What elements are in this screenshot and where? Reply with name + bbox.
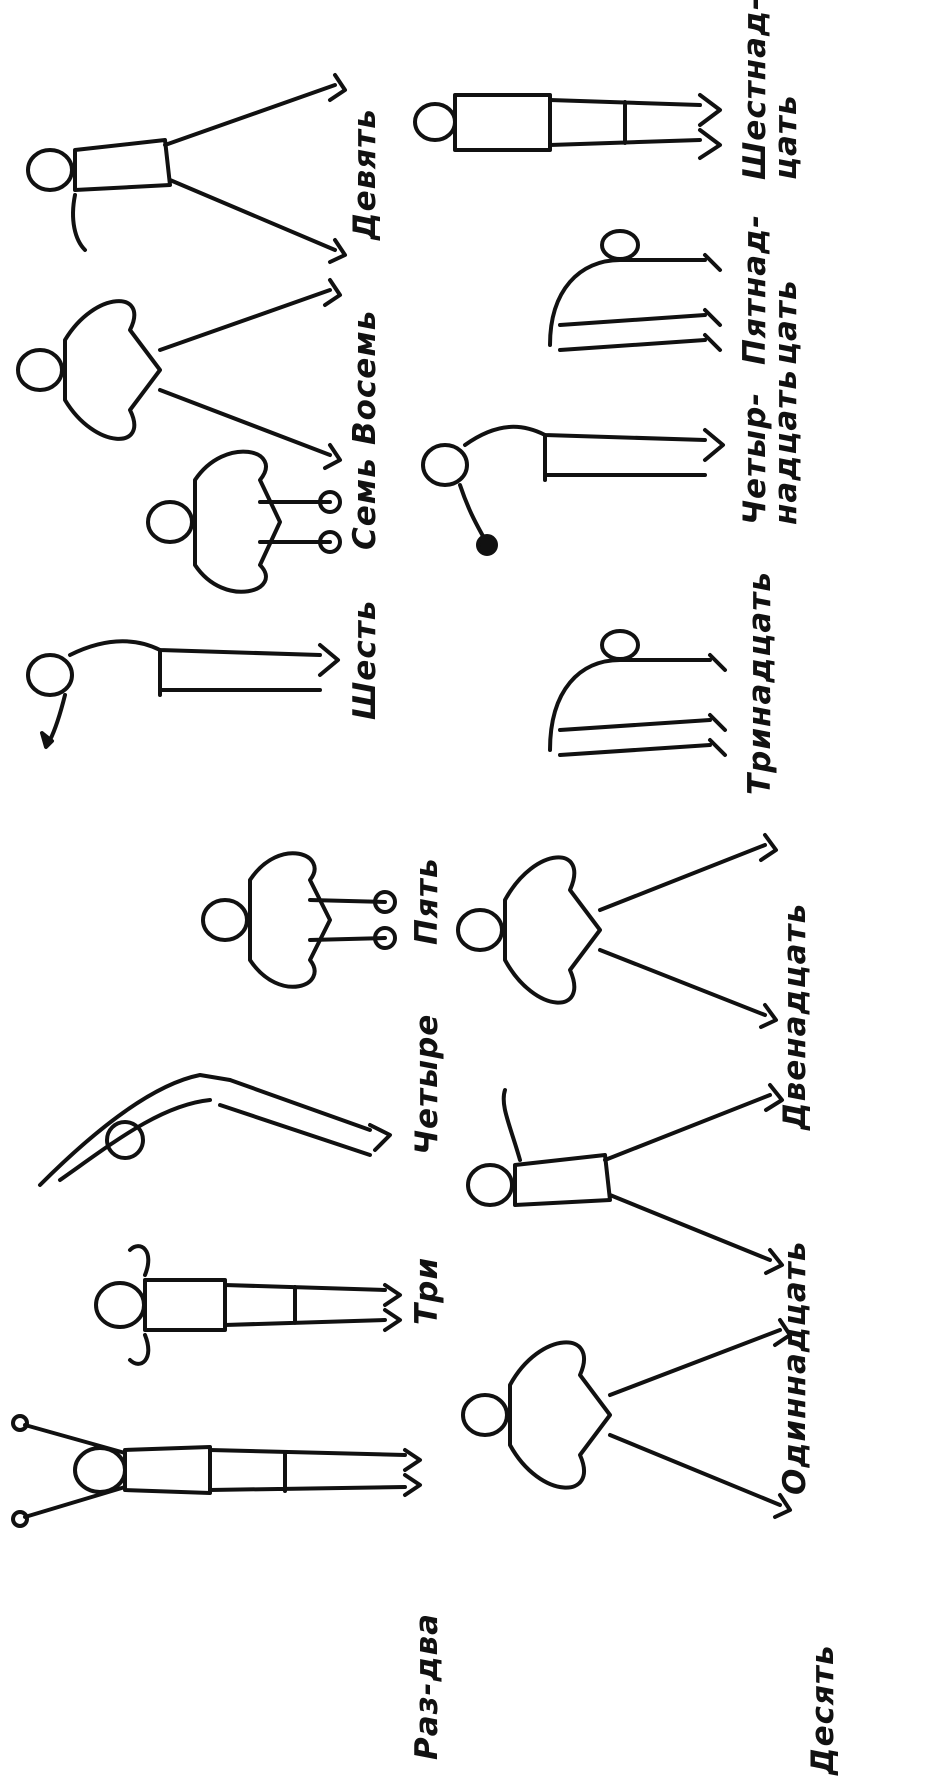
figure-dvenadtsat <box>450 825 780 1030</box>
figure-raz-dva <box>5 1395 425 1545</box>
figure-trinadtsat <box>540 630 730 765</box>
label-dvenadtsat: Двенадцать <box>780 903 811 1130</box>
figure-shest <box>20 615 340 750</box>
label-chetyrnadtsat-line1: Четыр- <box>740 369 771 525</box>
label-shest: Шесть <box>350 600 381 720</box>
label-shestnadtsat: Шестнад- цать <box>740 0 802 180</box>
label-pyat: Пять <box>412 858 443 945</box>
label-odinnadtsat: Одиннадцать <box>780 1241 811 1495</box>
label-trinadtsat: Тринадцать <box>745 571 776 795</box>
label-shestnadtsat-line1: Шестнад- <box>740 0 771 180</box>
figure-desyat <box>455 1310 795 1520</box>
figure-tri <box>85 1230 405 1380</box>
label-chetyrnadtsat-line2: надцать <box>771 369 802 525</box>
figure-chetyre <box>30 1055 400 1195</box>
figure-devyat <box>15 70 345 265</box>
figure-shestnadtsat <box>410 70 725 175</box>
figure-pyat <box>200 840 400 1000</box>
figure-chetyrnadtsat <box>415 405 725 555</box>
figure-odinnadtsat <box>460 1075 785 1280</box>
label-tri: Три <box>412 1257 443 1325</box>
label-vosem: Восемь <box>350 310 381 445</box>
label-pyatnadtsat: Пятнад- цать <box>740 214 802 365</box>
figure-vosem <box>10 270 345 470</box>
label-chetyrnadtsat: Четыр- надцать <box>740 369 802 525</box>
label-devyat: Девять <box>350 108 381 240</box>
figure-pyatnadtsat <box>540 230 725 360</box>
label-pyatnadtsat-line2: цать <box>771 214 802 365</box>
label-chetyre: Четыре <box>412 1014 443 1155</box>
label-shestnadtsat-line2: цать <box>771 0 802 180</box>
label-desyat: Десять <box>808 1645 839 1775</box>
label-sem: Семь <box>350 457 381 550</box>
label-raz-dva: Раз-два <box>412 1613 443 1760</box>
label-pyatnadtsat-line1: Пятнад- <box>740 214 771 365</box>
